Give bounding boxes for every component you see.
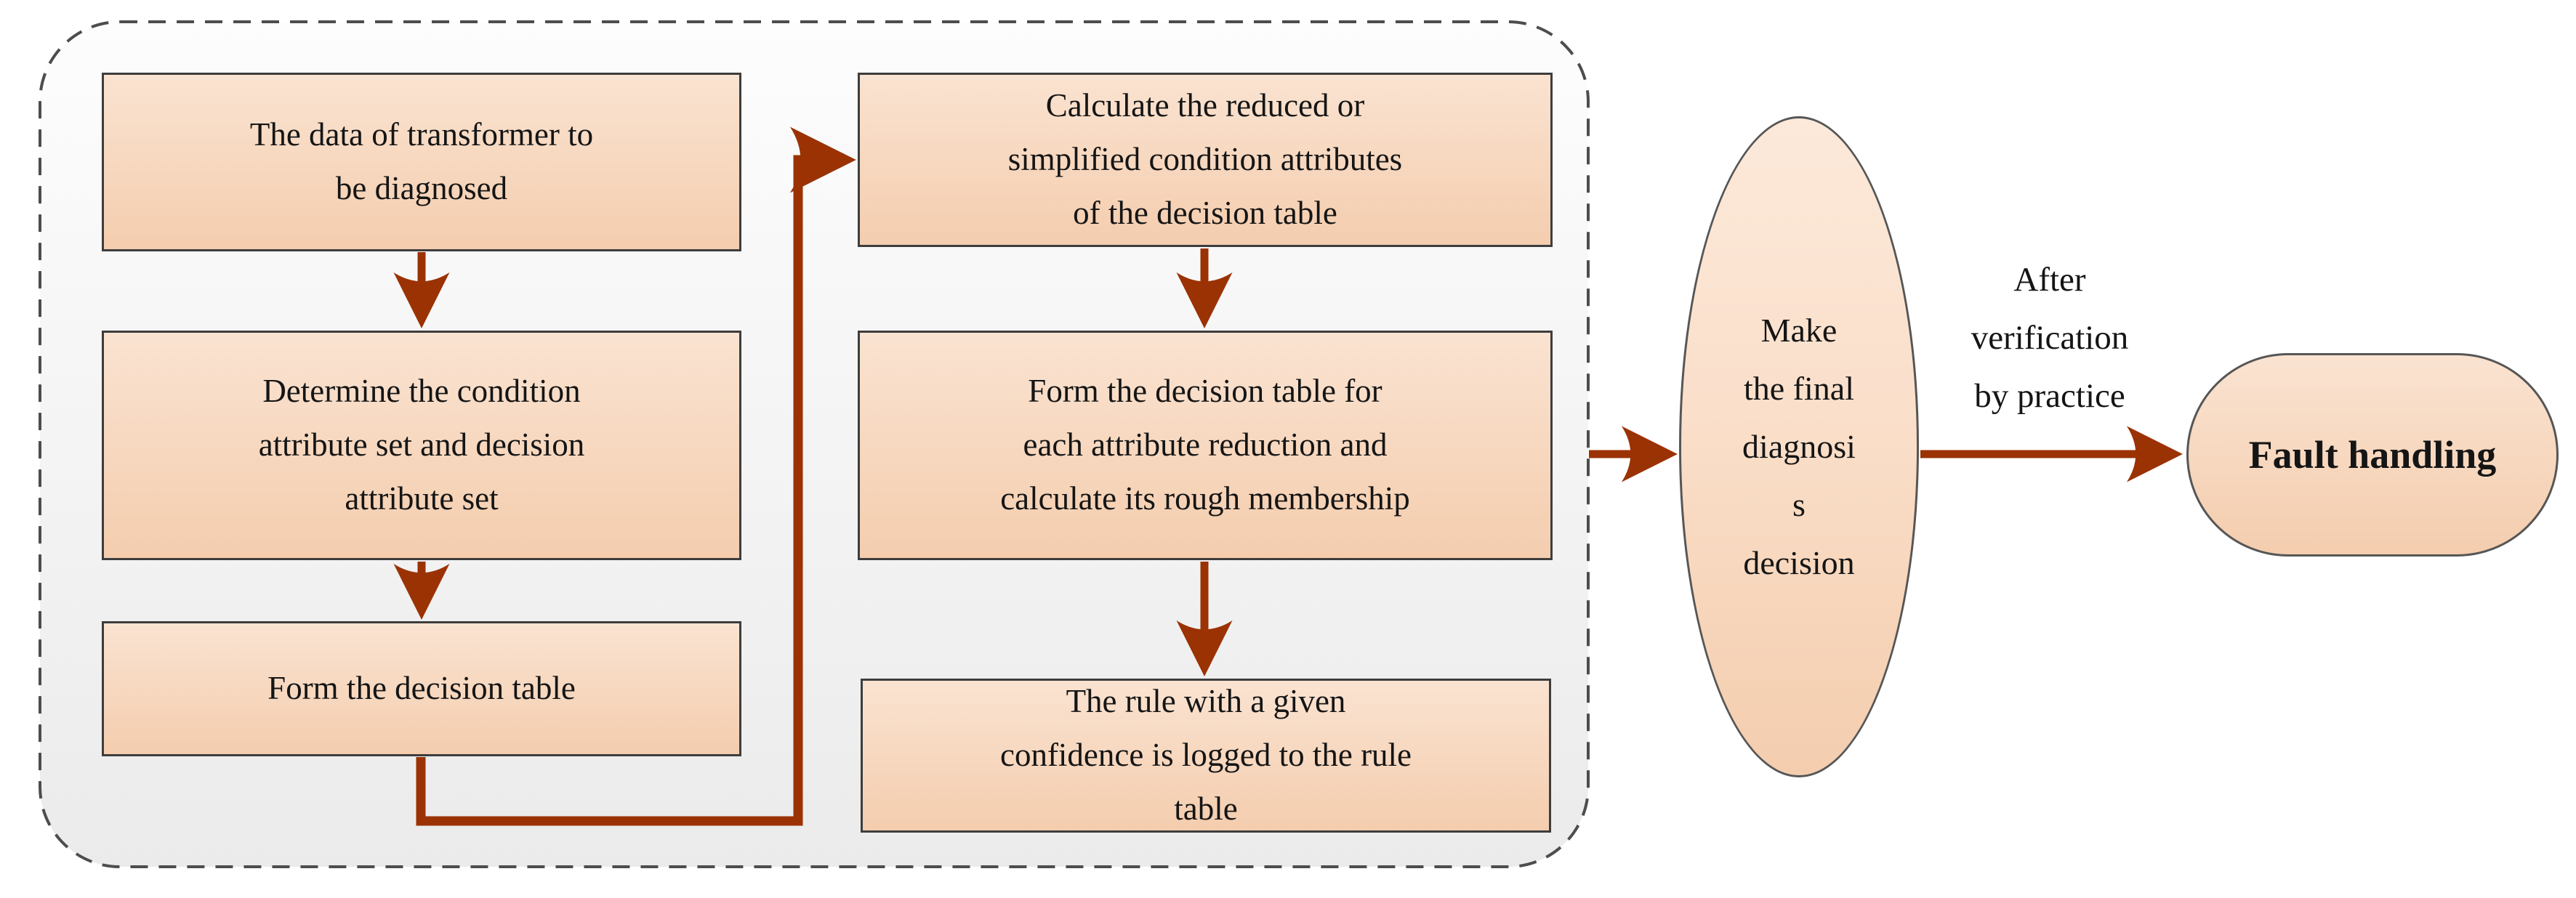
box-form-decision-table-label: Form the decision table bbox=[267, 670, 576, 707]
box-data-of-transformer-label: The data of transformer to be diagnosed bbox=[249, 116, 594, 206]
box-determine-attribute-sets: Determine the condition attribute set an… bbox=[102, 331, 741, 560]
terminal-fault-handling: Fault handling bbox=[2186, 353, 2559, 557]
box-rule-logged-label: The rule with a given confidence is logg… bbox=[999, 683, 1412, 827]
edge-label-after-verification-text: After verification by practice bbox=[1971, 261, 2129, 415]
box-rough-membership: Form the decision table for each attribu… bbox=[858, 331, 1553, 560]
box-calculate-reduced-attributes-label: Calculate the reduced or simplified cond… bbox=[1007, 87, 1403, 231]
terminal-fault-handling-label: Fault handling bbox=[2248, 432, 2497, 477]
box-rough-membership-label: Form the decision table for each attribu… bbox=[1000, 373, 1410, 517]
box-calculate-reduced-attributes: Calculate the reduced or simplified cond… bbox=[858, 73, 1553, 247]
box-form-decision-table: Form the decision table bbox=[102, 621, 741, 756]
box-rule-logged: The rule with a given confidence is logg… bbox=[861, 679, 1551, 833]
box-determine-attribute-sets-label: Determine the condition attribute set an… bbox=[258, 373, 585, 517]
box-data-of-transformer: The data of transformer to be diagnosed bbox=[102, 73, 741, 251]
ellipse-final-diagnosis-label: Make the final diagnosi s decision bbox=[1742, 311, 1856, 582]
ellipse-final-diagnosis: Make the final diagnosi s decision bbox=[1679, 116, 1919, 777]
edge-label-after-verification: After verification by practice bbox=[1897, 251, 2202, 426]
